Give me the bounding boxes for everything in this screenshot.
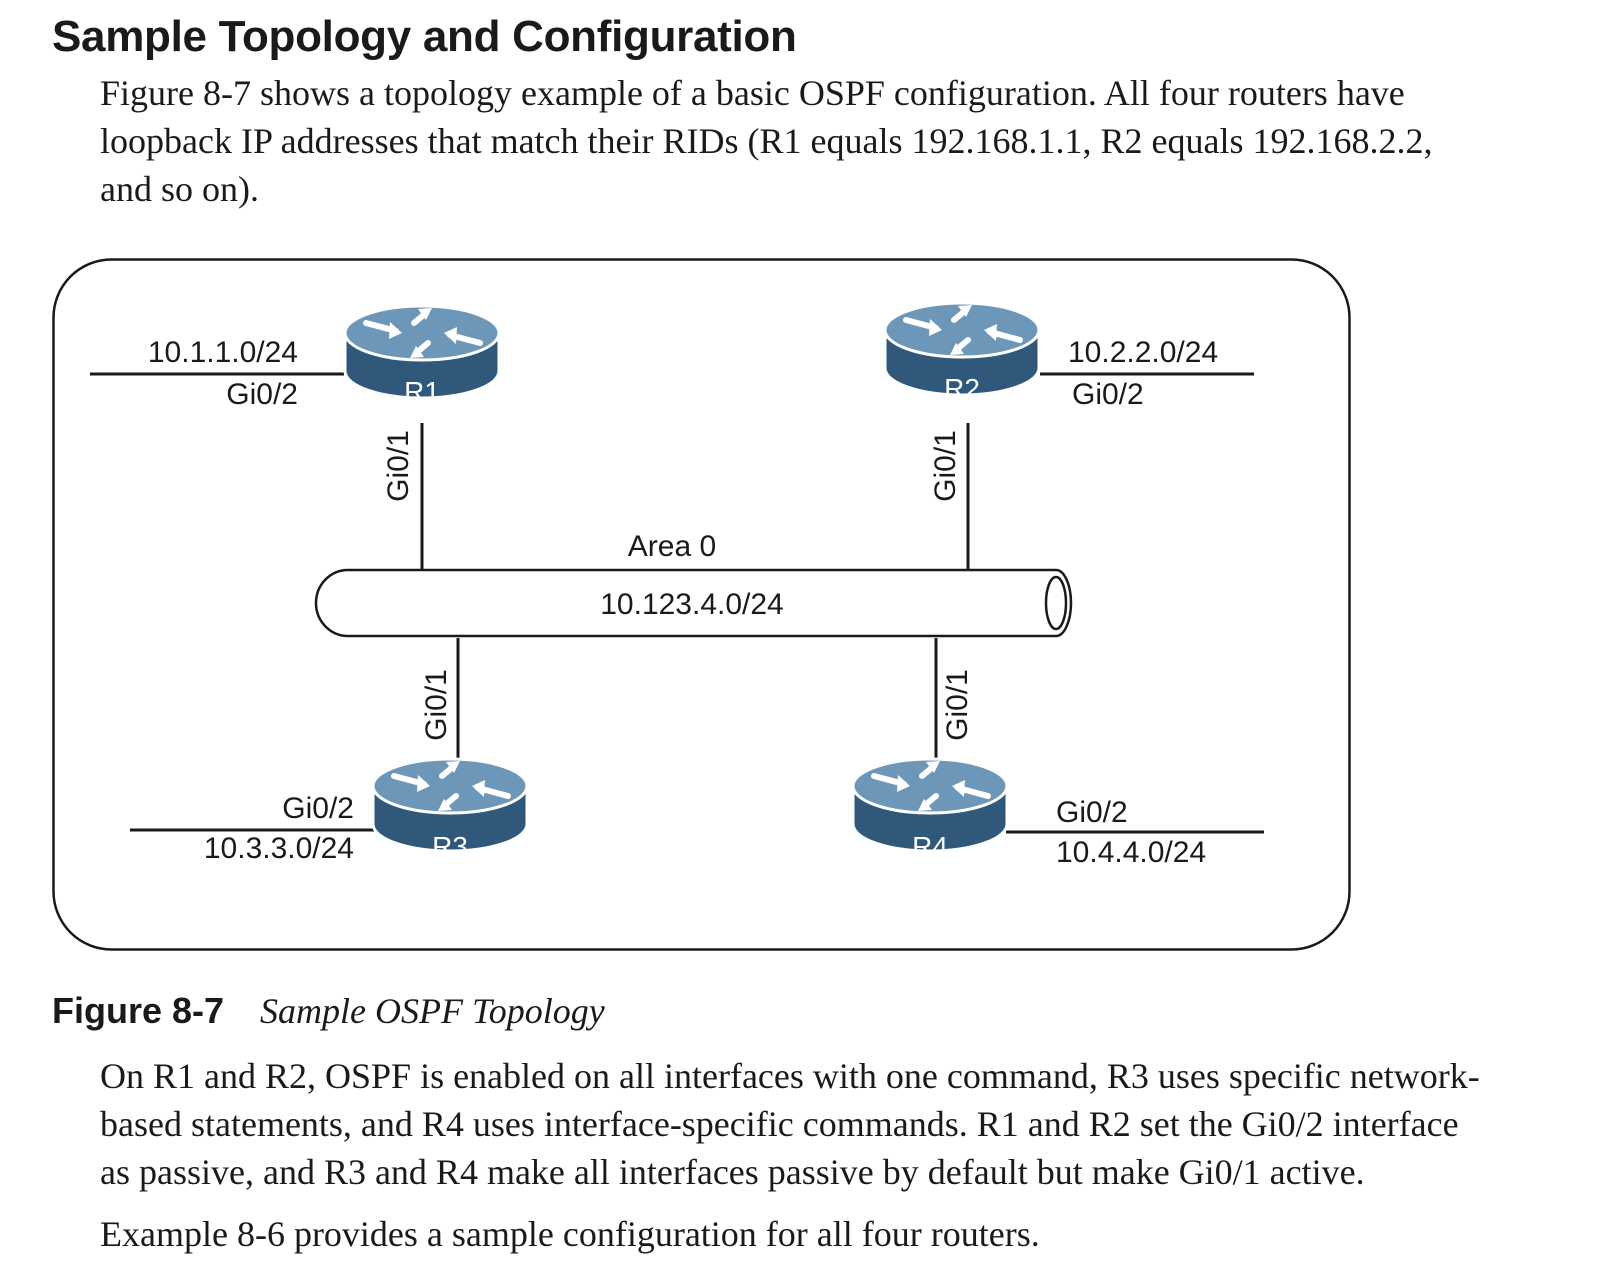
backbone-network-label: 10.123.4.0/24 [600, 588, 784, 621]
router-name: R3 [432, 831, 468, 862]
section-heading: Sample Topology and Configuration [52, 12, 797, 61]
r2-gi01-label: Gi0/1 [929, 430, 962, 502]
body-line: based statements, and R4 uses interface-… [100, 1104, 1459, 1144]
r3-gi02-label: Gi0/2 [282, 792, 354, 825]
figure-title: Sample OSPF Topology [260, 991, 605, 1031]
router-r4: R4 [853, 759, 1007, 862]
intro-line: loopback IP addresses that match their R… [100, 121, 1433, 161]
figure-caption: Figure 8-7 Sample OSPF Topology [52, 988, 605, 1034]
area-label: Area 0 [628, 530, 716, 563]
router-r3: R3 [373, 759, 527, 862]
router-name: R1 [404, 376, 440, 407]
body-paragraph: On R1 and R2, OSPF is enabled on all int… [100, 1052, 1590, 1196]
r1-lan-network: 10.1.1.0/24 [148, 336, 298, 369]
router-r2: R2 [885, 303, 1039, 404]
intro-line: Figure 8-7 shows a topology example of a… [100, 73, 1405, 113]
r2-gi02-label: Gi0/2 [1072, 378, 1144, 411]
intro-paragraph: Figure 8-7 shows a topology example of a… [100, 69, 1590, 213]
example-reference-paragraph: Example 8-6 provides a sample configurat… [100, 1210, 1590, 1258]
r3-gi01-label: Gi0/1 [420, 669, 453, 741]
router-r1: R1 [345, 306, 499, 407]
r4-gi02-label: Gi0/2 [1056, 796, 1128, 829]
r3-lan-network: 10.3.3.0/24 [204, 832, 354, 865]
ospf-topology-figure: Area 0 10.123.4.0/24 R1 10.1.1.0/24 Gi0/… [52, 258, 1404, 980]
router-name: R2 [944, 373, 980, 404]
body-line: On R1 and R2, OSPF is enabled on all int… [100, 1056, 1480, 1096]
intro-line: and so on). [100, 169, 259, 209]
figure-frame [52, 258, 1351, 951]
body-line: as passive, and R3 and R4 make all inter… [100, 1152, 1365, 1192]
topology-diagram: Area 0 10.123.4.0/24 R1 10.1.1.0/24 Gi0/… [52, 258, 1351, 951]
r4-lan-network: 10.4.4.0/24 [1056, 836, 1206, 869]
router-name: R4 [912, 831, 948, 862]
figure-number: Figure 8-7 [52, 990, 225, 1031]
body-line: Example 8-6 provides a sample configurat… [100, 1214, 1040, 1254]
r1-gi02-label: Gi0/2 [226, 378, 298, 411]
r2-lan-network: 10.2.2.0/24 [1068, 336, 1218, 369]
r1-gi01-label: Gi0/1 [382, 430, 415, 502]
links [90, 372, 1264, 834]
r4-gi01-label: Gi0/1 [941, 669, 974, 741]
backbone-segment [314, 568, 1073, 638]
